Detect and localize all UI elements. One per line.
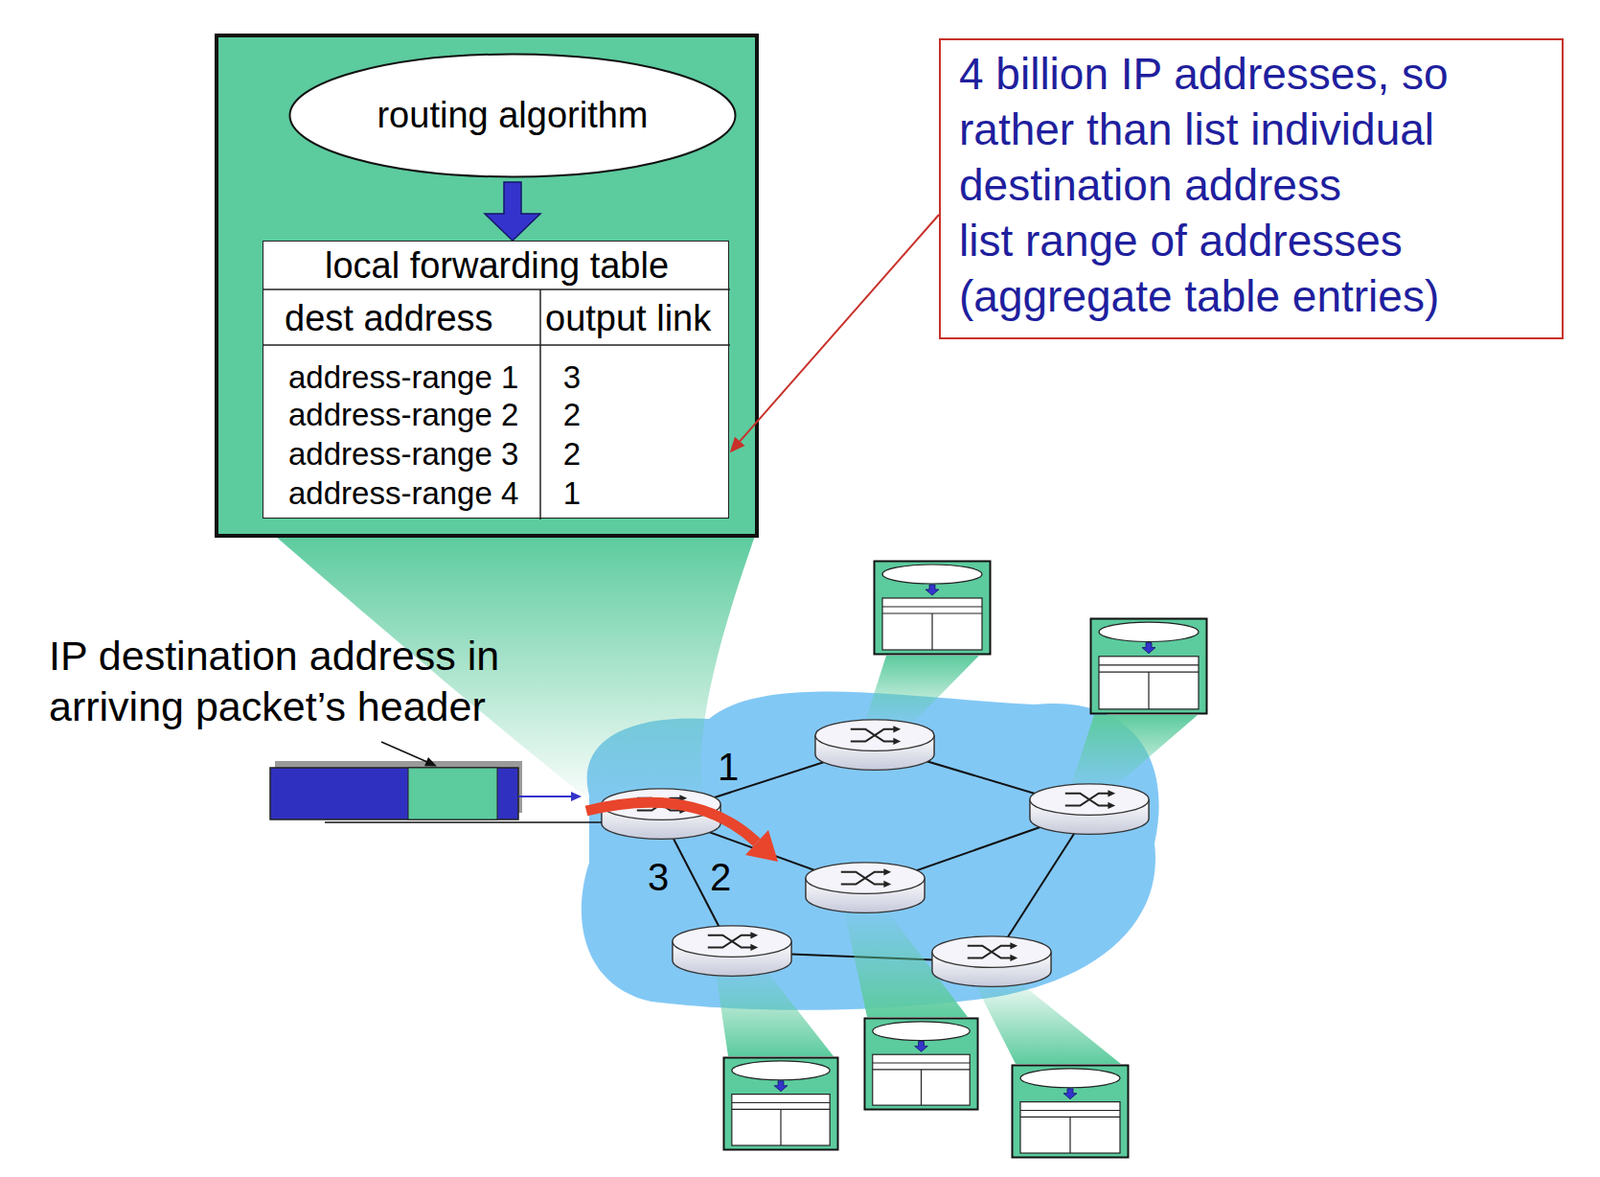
packet bbox=[324, 821, 602, 823]
packet bbox=[518, 795, 573, 798]
label-holder: 3 bbox=[644, 857, 672, 896]
table-cell: output link bbox=[545, 297, 711, 341]
table-cell: address-range 3 bbox=[288, 435, 519, 473]
cell-holder: 3 bbox=[563, 359, 581, 396]
table-cell: 3 bbox=[563, 359, 581, 396]
cell-holder: 1 bbox=[563, 475, 581, 512]
cell-holder: address-range 1 bbox=[288, 359, 519, 396]
mini-forwarding-table bbox=[1091, 618, 1208, 714]
forwarding-table: local forwarding table dest address output… bbox=[262, 240, 730, 519]
router-symbol bbox=[601, 719, 1149, 987]
router-symbol bbox=[1029, 783, 1149, 835]
block-arrow bbox=[484, 182, 541, 241]
router-zoom-panel bbox=[216, 35, 757, 536]
forwarding-arrow bbox=[586, 801, 778, 862]
router-symbol bbox=[672, 925, 792, 977]
node-label: routing algorithm bbox=[376, 94, 648, 137]
zoom-fan bbox=[1068, 714, 1198, 794]
cell-holder: 2 bbox=[563, 435, 581, 473]
label-holder: 1 bbox=[714, 747, 742, 786]
mini-forwarding-table bbox=[874, 561, 991, 655]
note-text: list range of addresses (aggregate table… bbox=[959, 212, 1544, 324]
callout-leader bbox=[730, 214, 939, 453]
table-title: local forwarding table bbox=[324, 245, 669, 288]
table-cell: 1 bbox=[563, 475, 581, 512]
ellipse-outline bbox=[290, 54, 736, 178]
mini-forwarding-table bbox=[864, 1017, 978, 1109]
link-number: 1 bbox=[714, 747, 742, 786]
cell-holder: address-range 2 bbox=[288, 396, 519, 434]
table-cell: 2 bbox=[563, 435, 581, 473]
router-symbol bbox=[932, 936, 1052, 987]
leader-line bbox=[424, 756, 437, 766]
cell-holder: address-range 3 bbox=[288, 435, 519, 473]
mini-forwarding-table bbox=[723, 561, 1207, 1158]
table-cell: address-range 1 bbox=[288, 359, 519, 396]
link-number: 2 bbox=[707, 857, 734, 896]
router-symbol bbox=[805, 862, 925, 914]
arrowhead bbox=[730, 436, 746, 454]
cell-holder: output link bbox=[545, 297, 711, 341]
cell-holder: 2 bbox=[563, 396, 581, 434]
leader-line bbox=[381, 741, 437, 767]
annotation: IP destination address in arriving packe… bbox=[48, 630, 548, 732]
label-holder: 2 bbox=[707, 857, 734, 896]
table-rule bbox=[539, 289, 542, 520]
note-box: 4 billion IP addresses, so rather than l… bbox=[938, 38, 1564, 340]
process-ellipse: routing algorithm bbox=[288, 52, 737, 179]
table-cell: dest address bbox=[284, 297, 494, 341]
callout-leader bbox=[739, 214, 939, 441]
packet bbox=[270, 767, 519, 820]
block-arrow bbox=[484, 182, 541, 241]
link-number: 3 bbox=[644, 857, 672, 896]
cell-holder: local forwarding table bbox=[324, 245, 669, 288]
table-rule bbox=[263, 288, 731, 291]
cell-holder: address-range 4 bbox=[288, 475, 519, 512]
mini-forwarding-table bbox=[1012, 1064, 1129, 1157]
table-cell: address-range 2 bbox=[288, 396, 519, 434]
packet bbox=[571, 791, 582, 801]
forwarding-arrow bbox=[586, 801, 757, 843]
note-text: 4 billion IP addresses, so rather than l… bbox=[959, 45, 1544, 213]
leader-line bbox=[381, 741, 428, 762]
label-holder: IP destination address in arriving packe… bbox=[48, 630, 548, 732]
cell-holder: dest address bbox=[284, 297, 494, 341]
packet bbox=[408, 767, 498, 820]
zoom-fan bbox=[713, 655, 1198, 1064]
table-rule bbox=[263, 343, 731, 346]
mini-forwarding-table bbox=[723, 1056, 838, 1149]
forwarding-arrow bbox=[745, 829, 778, 862]
router-symbol bbox=[815, 719, 935, 771]
table-cell: 2 bbox=[563, 396, 581, 434]
packet bbox=[270, 760, 602, 823]
table-cell: address-range 4 bbox=[288, 475, 519, 512]
